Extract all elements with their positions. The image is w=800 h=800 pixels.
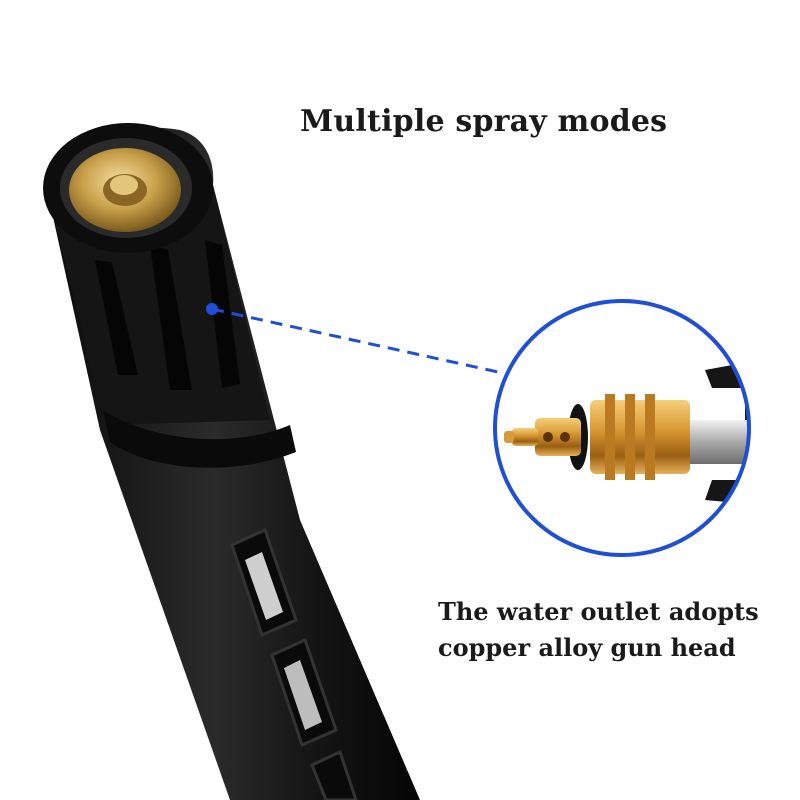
spray-gun-body <box>46 127 420 800</box>
headline: Multiple spray modes <box>300 104 668 139</box>
description-line-1: The water outlet adopts <box>438 597 759 626</box>
brass-nozzle-tip <box>43 123 213 253</box>
callout-pointer <box>206 303 499 374</box>
description: The water outlet adopts copper alloy gun… <box>438 594 759 666</box>
valve-detail-inset <box>493 299 751 557</box>
description-line-2: copper alloy gun head <box>438 633 736 662</box>
